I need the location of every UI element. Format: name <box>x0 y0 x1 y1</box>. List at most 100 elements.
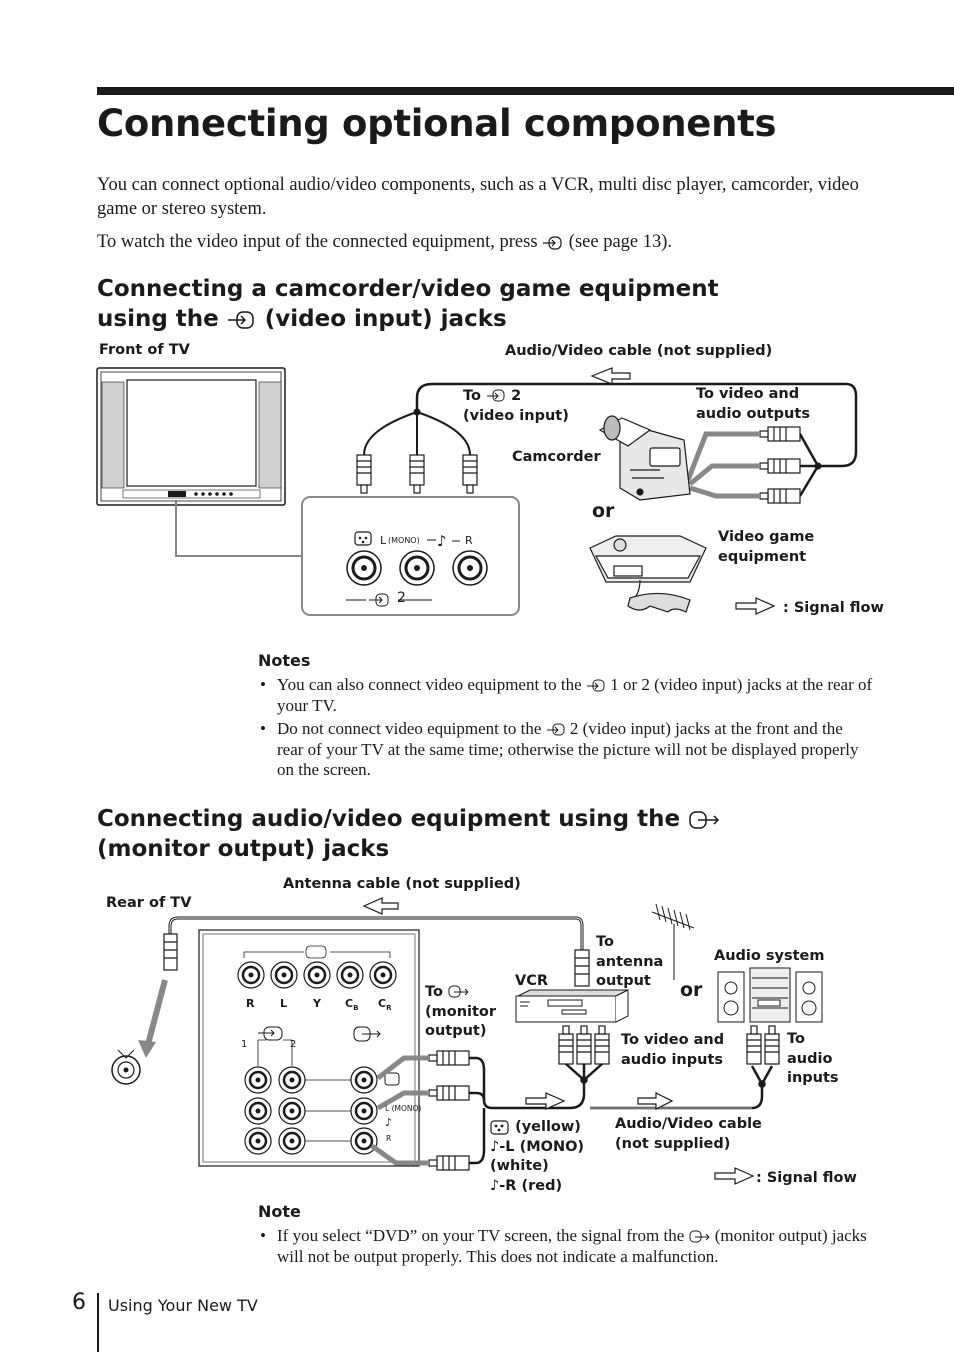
front-of-tv-label: Front of TV <box>99 342 190 358</box>
av-cable <box>363 382 858 497</box>
jack-1-label: 1 <box>241 1039 248 1050</box>
notes-list: You can also connect video equipment to … <box>258 675 873 784</box>
jack-number-label: 2 <box>397 590 406 606</box>
audio-note-icon: ♪ <box>385 1116 393 1129</box>
audio-note-icon: ♪ <box>490 1177 500 1194</box>
note-text: If you select “DVD” on your TV screen, t… <box>277 1226 685 1245</box>
monitor-output-icon <box>448 985 469 998</box>
to-audio-line2: audio <box>787 1050 833 1067</box>
note-text: 1 or 2 (video input) jacks at the rear o… <box>277 675 873 715</box>
video-game-label: Video game equipment <box>718 528 814 567</box>
front-jack-panel <box>301 496 520 616</box>
section2-heading-line2: (monitor output) jacks <box>97 836 390 862</box>
rca-plug-video <box>356 454 372 494</box>
to-antenna-line2: antenna <box>596 953 664 970</box>
note-text: Do not connect video equipment to the <box>277 719 542 738</box>
jack-2-label: 2 <box>290 1039 297 1050</box>
note-item: You can also connect video equipment to … <box>258 675 873 716</box>
to-outputs-line1: To video and <box>696 386 800 402</box>
video-game-console-illustration <box>589 535 707 613</box>
section1-heading-line2: using the (video input) jacks <box>97 304 507 335</box>
jack-cb-sub: B <box>353 1004 359 1013</box>
antenna-cable-label: Antenna cable (not supplied) <box>283 876 521 892</box>
to-audio-inputs-label: To audio inputs <box>787 1030 839 1089</box>
antenna-jack <box>111 1049 141 1085</box>
signal-flow-label: : Signal flow <box>783 600 884 616</box>
audio-system-label: Audio system <box>714 948 825 964</box>
jack-r-label: R <box>465 534 473 547</box>
top-rule <box>97 87 954 95</box>
r-red-label: -R (red) <box>499 1177 563 1194</box>
jack-lmono-label: L (MONO) <box>385 1104 422 1113</box>
signal-flow-arrow-icon <box>590 367 776 615</box>
to-label: To <box>463 388 481 404</box>
notes-heading: Notes <box>258 651 311 670</box>
page-title: Connecting optional components <box>97 102 777 145</box>
to-video-audio-outputs-label: To video and audio outputs <box>696 385 810 424</box>
section2-heading-line1: Connecting audio/video equipment using t… <box>97 804 720 835</box>
note-text: 2 (video input) jacks at the front and t… <box>277 719 859 779</box>
audio-note-icon: ♪ <box>437 532 447 550</box>
cable-color-legend: (yellow) ♪-L (MONO) (white) ♪-R (red) <box>490 1118 584 1196</box>
av-cable-line1: Audio/Video cable <box>615 1116 762 1132</box>
rear-of-tv-label: Rear of TV <box>106 895 192 911</box>
note-list: If you select “DVD” on your TV screen, t… <box>258 1226 873 1270</box>
video-input-icon <box>487 389 505 402</box>
rca-plug-audio-right <box>462 454 478 494</box>
note-heading: Note <box>258 1202 301 1221</box>
av-cable-line2: (not supplied) <box>615 1135 731 1152</box>
jack-l-label: L <box>380 534 387 547</box>
jack-cr-letter: C <box>378 997 387 1010</box>
page-number: 6 <box>72 1290 86 1315</box>
tv-front-illustration <box>96 367 286 506</box>
section1-heading-line1: Connecting a camcorder/video game equipm… <box>97 276 719 302</box>
section1-heading-using: using the <box>97 306 219 332</box>
jack-rr-label: R <box>386 1134 392 1143</box>
av-cable <box>469 1056 774 1165</box>
video-game-line2: equipment <box>718 548 807 565</box>
jack-cb-label: CB <box>345 997 358 1012</box>
or-label: or <box>592 500 615 522</box>
video-input-label: (video input) <box>463 407 569 424</box>
to-monitor-line3: output) <box>425 1023 487 1039</box>
monitor-output-icon <box>689 810 720 829</box>
to-antenna-line1: To <box>596 934 614 950</box>
to-antenna-output-label: To antenna output <box>596 933 663 992</box>
output-rca-plugs <box>428 1025 780 1171</box>
video-input-icon <box>586 679 605 692</box>
l-mono-label: -L (MONO) <box>499 1138 585 1155</box>
signal-flow-arrow-icon <box>362 897 755 1185</box>
rear-panel <box>198 929 420 1167</box>
note-item: If you select “DVD” on your TV screen, t… <box>258 1226 873 1267</box>
signal-flow-label: : Signal flow <box>756 1170 857 1186</box>
camcorder-output-plugs <box>759 426 801 504</box>
section2-heading-text: Connecting audio/video equipment using t… <box>97 806 681 832</box>
camcorder-label: Camcorder <box>512 449 601 465</box>
vcr-illustration <box>515 989 629 1023</box>
antenna-connector-plug <box>163 933 590 987</box>
or-label: or <box>680 979 703 1001</box>
intro-paragraph: You can connect optional audio/video com… <box>97 175 859 219</box>
antenna-illustration <box>651 903 695 980</box>
note-text: You can also connect video equipment to … <box>277 675 582 694</box>
audio-system-illustration <box>717 967 823 1023</box>
to-video-audio-line1: To video and <box>621 1032 725 1048</box>
video-input-icon <box>546 723 565 736</box>
av-cable-label: Audio/Video cable (not supplied) <box>505 343 773 359</box>
video-input-icon <box>543 236 562 250</box>
vcr-label: VCR <box>515 973 549 989</box>
intro-see-page-text: (see page 13). <box>568 232 673 252</box>
jack-cr-sub: R <box>386 1004 392 1013</box>
input-number-label: 2 <box>511 388 522 404</box>
to-video-audio-line2: audio inputs <box>621 1051 724 1068</box>
rca-plug-audio-left <box>409 454 425 494</box>
note-item: Do not connect video equipment to the 2 … <box>258 719 873 781</box>
video-game-line1: Video game <box>718 529 815 545</box>
jack-mono-label: (MONO) <box>388 536 420 545</box>
section1-heading-jacks: (video input) jacks <box>264 306 507 332</box>
to-outputs-line2: audio outputs <box>696 405 810 422</box>
footer-section-label: Using Your New TV <box>108 1296 258 1315</box>
note-text: (monitor output) jacks will not be outpu… <box>277 1226 867 1266</box>
